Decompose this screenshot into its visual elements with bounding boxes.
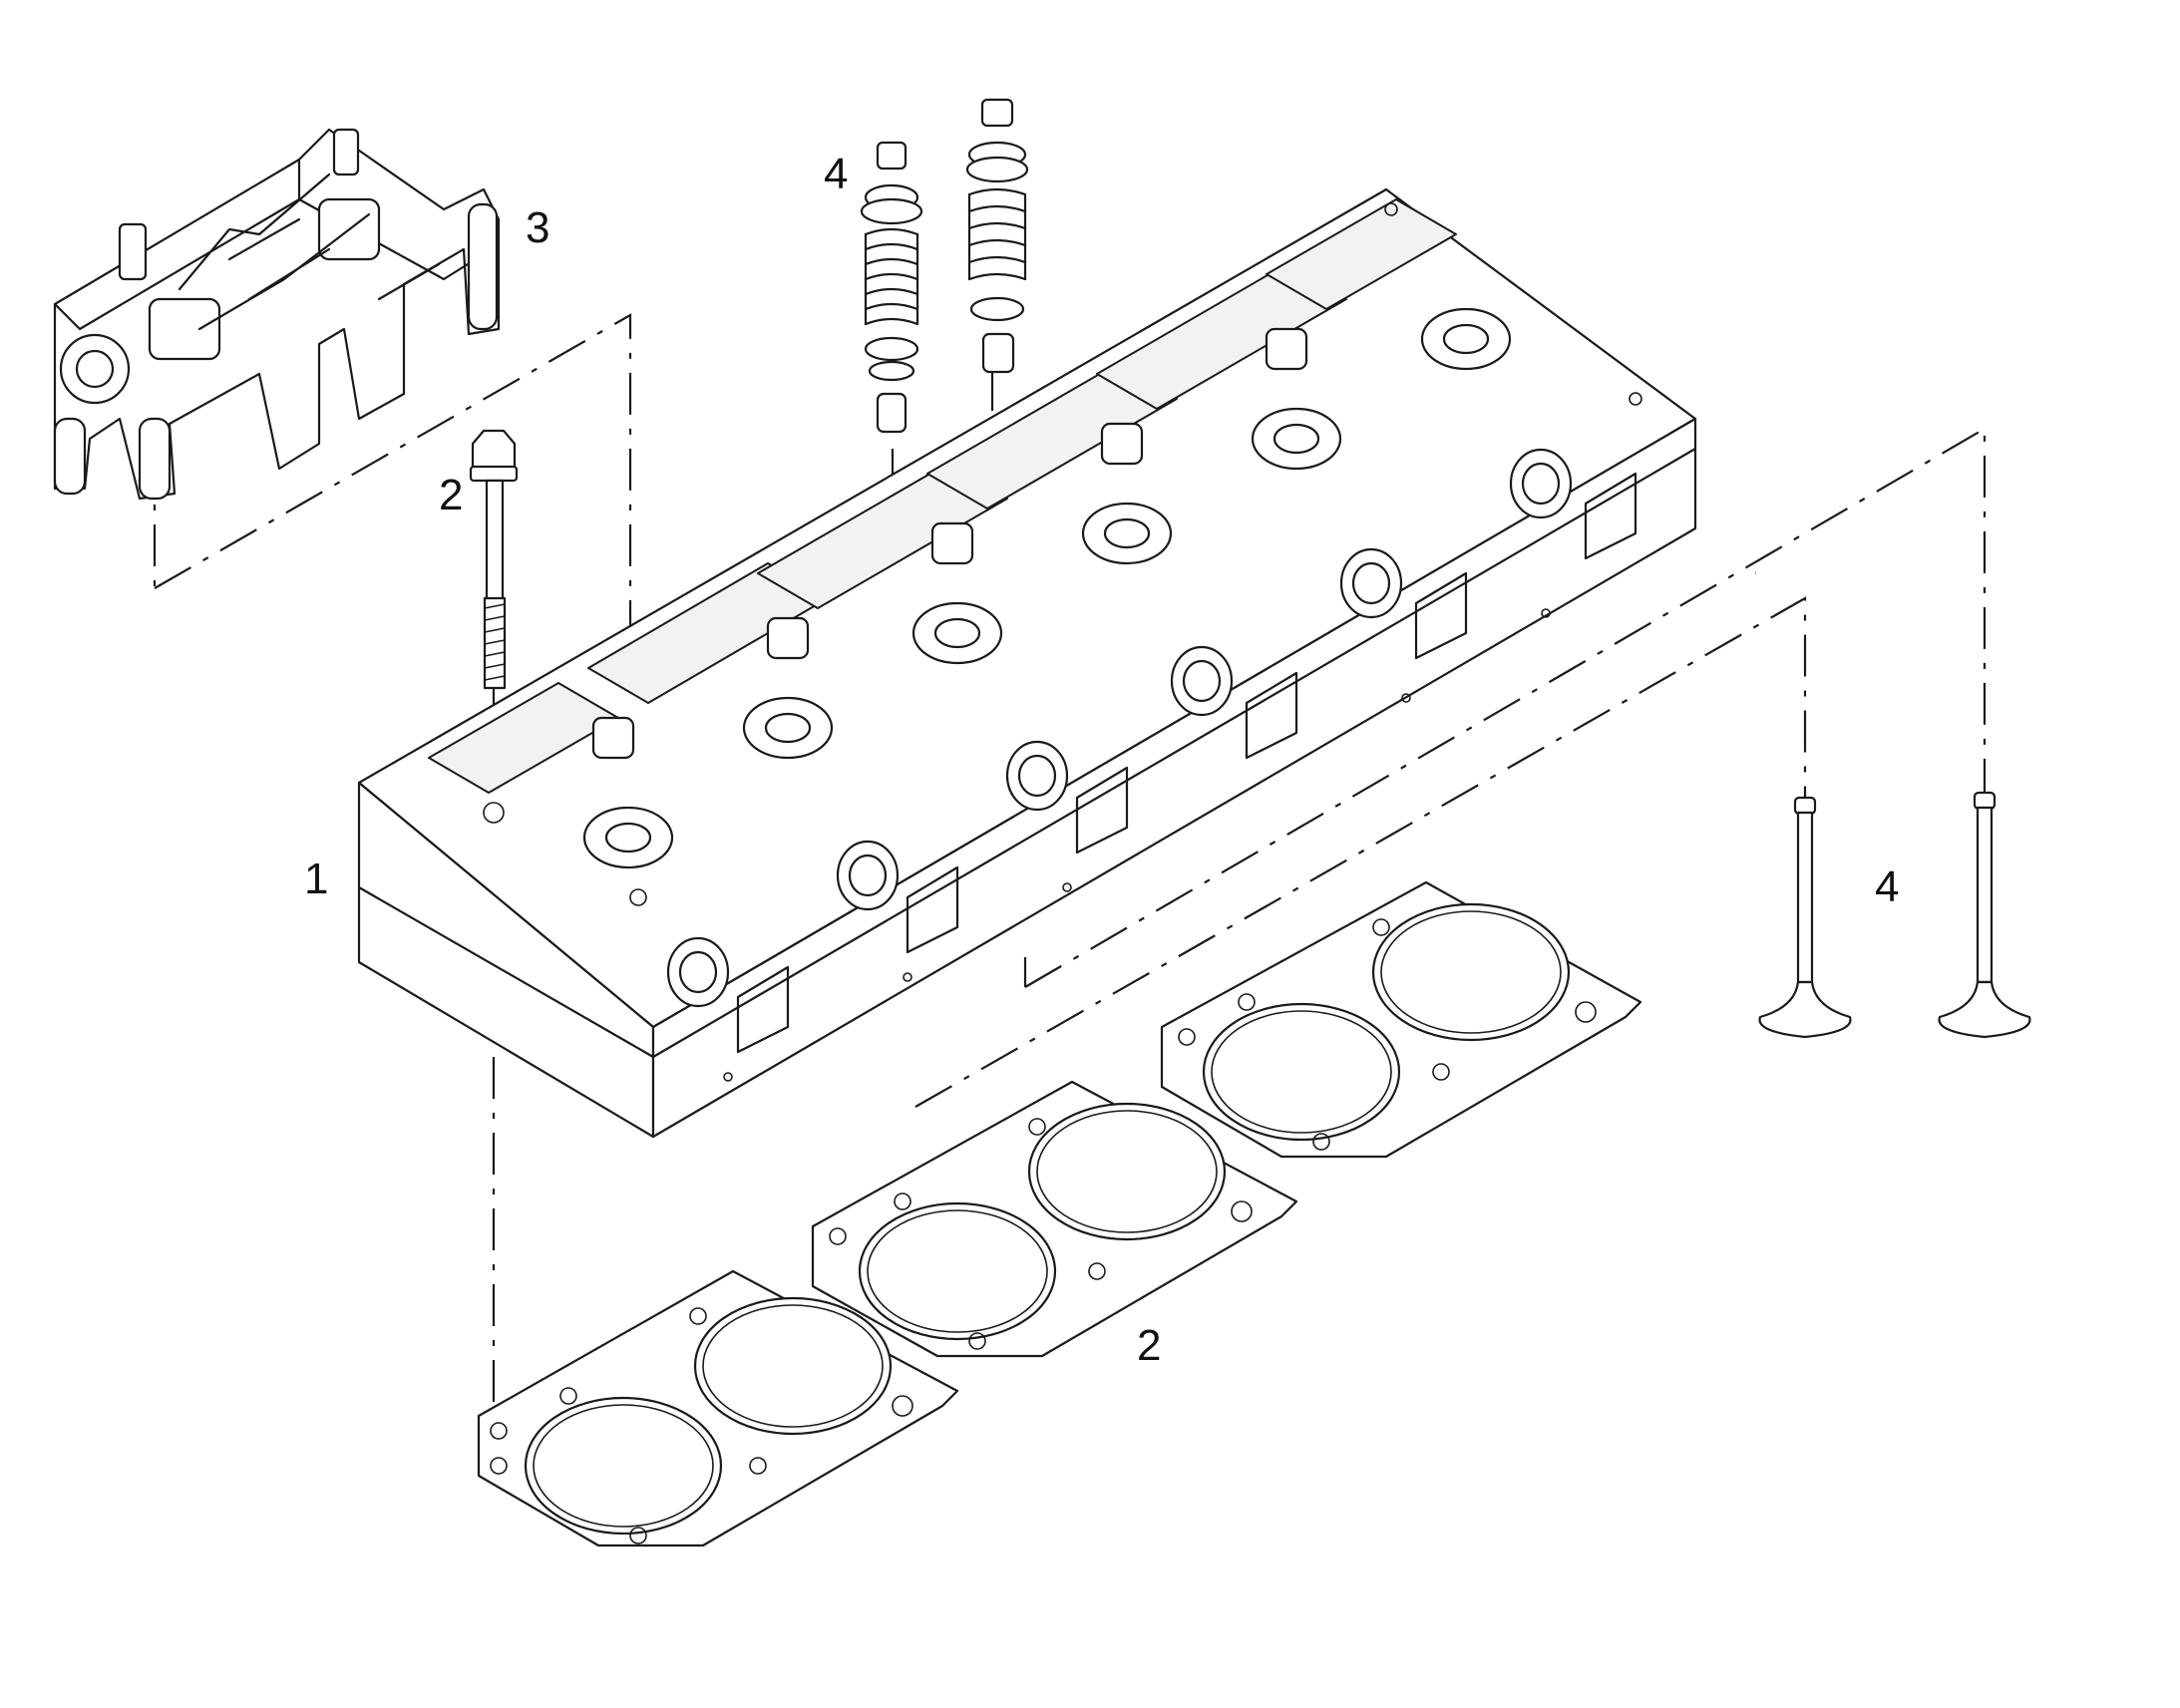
callout-2-head-gasket: 2 [1137,1321,1162,1370]
cylinder-head-bolt [469,429,519,690]
head-gasket-rear [1160,880,1642,1159]
callout-3-rocker-assembly: 3 [526,203,550,252]
callout-1-cylinder-head: 1 [304,854,329,903]
valve-intake [1758,796,1852,1039]
head-gasket-front [477,1269,959,1547]
callout-4-valves: 4 [1875,862,1900,911]
valve-spring-assembly-right [965,98,1029,374]
cylinder-head [357,187,1697,1139]
callout-2-head-bolt: 2 [439,471,464,519]
head-gasket-middle [811,1080,1298,1358]
rocker-arm-assembly [53,128,501,501]
valve-exhaust [1938,791,2031,1039]
valve-spring-assembly-left [860,141,923,434]
callout-4-valve-springs: 4 [824,150,849,198]
